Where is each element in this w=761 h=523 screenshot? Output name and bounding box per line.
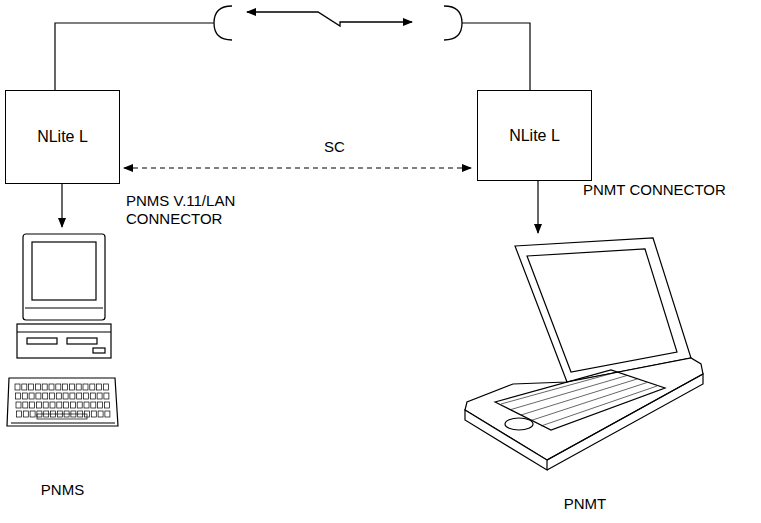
radio-link-line bbox=[55, 23, 530, 90]
desktop-computer bbox=[5, 228, 120, 500]
connector-label: PNMT CONNECTOR bbox=[581, 181, 755, 199]
box-title: NLite L bbox=[37, 128, 88, 146]
equipment-box: NLite L bbox=[477, 90, 592, 181]
computer-label: PNMS bbox=[5, 481, 120, 498]
computer-node: PNMS bbox=[5, 228, 120, 500]
connector-arrow bbox=[537, 181, 538, 233]
box-title: NLite L bbox=[509, 127, 560, 145]
computer-node: PNMT bbox=[455, 234, 715, 514]
computer-label: PNMT bbox=[455, 495, 715, 512]
dashed-link bbox=[124, 167, 471, 168]
connector-label: PNMS V.11/LAN CONNECTOR bbox=[124, 192, 298, 228]
equipment-box: NLite L bbox=[5, 90, 120, 184]
connector-arrow bbox=[61, 184, 62, 227]
connector-label: SC bbox=[322, 138, 347, 156]
laptop-computer bbox=[455, 234, 715, 514]
